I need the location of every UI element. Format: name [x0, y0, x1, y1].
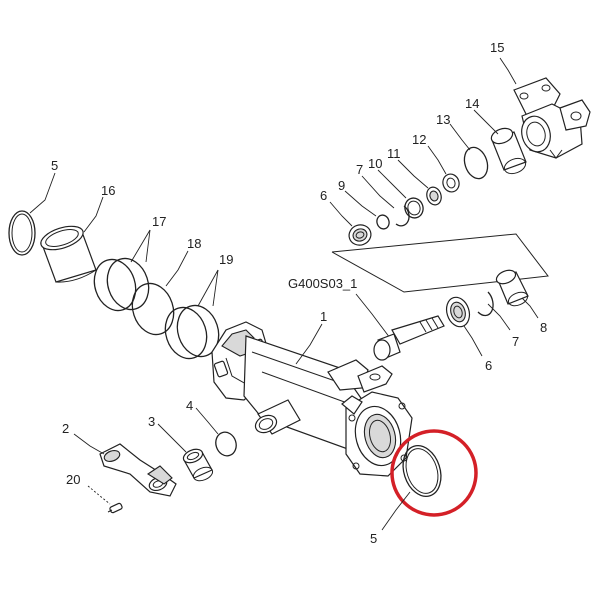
label-part-2: 2: [62, 421, 69, 436]
leader-8: [521, 297, 539, 319]
leader-5-top: [29, 172, 56, 214]
part-15-bracket: [513, 77, 591, 159]
label-part-11: 11: [387, 146, 401, 161]
leader-4: [195, 407, 219, 435]
leader-1: [295, 323, 323, 365]
part-6-top-bearing: [348, 224, 372, 246]
label-part-9: 9: [338, 178, 345, 193]
part-17-rings: [93, 257, 150, 312]
label-part-14: 14: [465, 96, 479, 111]
part-7-bottom-snapring: [477, 291, 494, 317]
leader-6-top: [329, 201, 353, 227]
label-part-6-bottom: 6: [485, 358, 492, 373]
label-part-20: 20: [66, 472, 80, 487]
part-4-oring: [215, 431, 237, 457]
leader-18: [165, 250, 189, 287]
highlight-circle: [390, 429, 478, 517]
part-7-top-snapring: [395, 205, 410, 227]
leader-9: [344, 190, 377, 217]
leader-3: [157, 423, 187, 453]
part-5-top-oring: [8, 210, 36, 256]
label-part-16: 16: [101, 183, 115, 198]
label-part-7-top: 7: [356, 162, 363, 177]
part-12-nut: [442, 173, 460, 193]
leader-5-bottom: [381, 491, 411, 531]
leader-6-bottom: [463, 325, 483, 357]
leader-10: [377, 169, 407, 199]
leader-11: [397, 159, 429, 189]
label-part-1: 1: [320, 309, 327, 324]
label-part-3: 3: [148, 414, 155, 429]
part-1-housing: [211, 321, 413, 477]
leader-17b: [145, 229, 151, 263]
label-part-15: 15: [490, 40, 504, 55]
leader-7-bottom: [487, 303, 511, 331]
part-19-rings: [164, 304, 220, 360]
shaft: [373, 315, 445, 361]
part-2-lever-arm: [99, 443, 177, 497]
label-part-7-bottom: 7: [512, 334, 519, 349]
label-part-13: 13: [436, 112, 450, 127]
part-20-screw: [107, 502, 123, 514]
leader-17a: [130, 229, 151, 263]
part-3-bushing: [182, 448, 214, 482]
label-subassembly: G400S03_1: [288, 276, 357, 291]
part-18-ring: [131, 282, 175, 336]
part-13-oring: [463, 146, 489, 180]
label-part-6-top: 6: [320, 188, 327, 203]
part-9-washer: [376, 214, 390, 230]
label-part-5-top: 5: [51, 158, 58, 173]
part-8-sleeve: [495, 269, 529, 307]
part-16-bushing: [40, 225, 97, 283]
leader-19b: [212, 269, 219, 307]
label-part-4: 4: [186, 398, 193, 413]
part-5-bottom-oring: [402, 445, 442, 497]
leader-19a: [197, 269, 219, 307]
part-14-bushing: [490, 127, 527, 175]
leader-15: [499, 57, 517, 85]
label-part-19: 19: [219, 252, 233, 267]
label-part-17: 17: [152, 214, 166, 229]
part-10-ring: [404, 197, 424, 219]
leader-13: [449, 123, 471, 151]
leader-20: [87, 485, 111, 505]
part-11-seal: [426, 186, 442, 206]
label-part-8: 8: [540, 320, 547, 335]
leader-14: [473, 109, 499, 135]
label-part-18: 18: [187, 236, 201, 251]
subassembly-bracket: [331, 233, 549, 293]
leader-12: [427, 145, 447, 175]
leader-16: [83, 196, 104, 233]
label-part-12: 12: [412, 132, 426, 147]
label-part-5-bottom: 5: [370, 531, 377, 546]
part-6-bottom-bearing: [445, 296, 471, 328]
leader-2: [73, 433, 105, 455]
leader-7-top: [361, 175, 395, 209]
label-part-10: 10: [368, 156, 382, 171]
leader-subassembly: [355, 293, 391, 339]
